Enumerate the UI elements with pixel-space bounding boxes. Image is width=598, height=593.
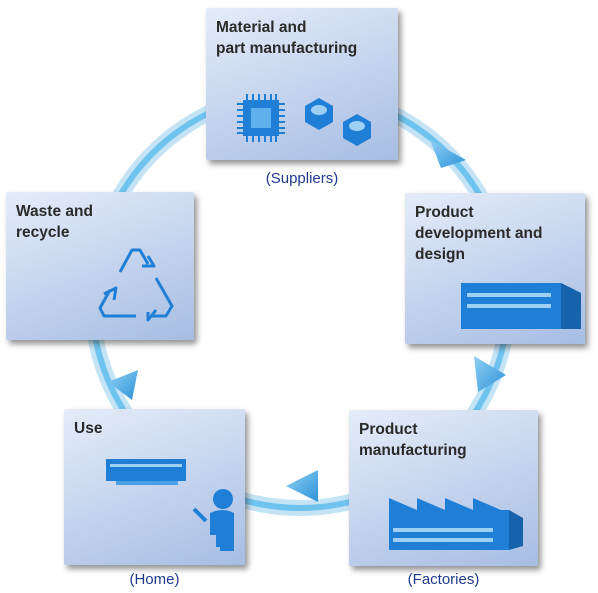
stage-product-development-and-design: Product development and design (405, 193, 585, 344)
stage-waste-and-recycle: Waste and recycle (6, 192, 194, 340)
stage-title: Use (74, 420, 103, 437)
stage-title: Material and part manufacturing (216, 19, 358, 57)
stage-caption-home: (Home) (129, 571, 180, 588)
air-conditioner-person-icon (106, 459, 234, 551)
factory-icon (389, 498, 523, 550)
cycle-arrow-1 (430, 140, 466, 168)
stage-title: Product manufacturing (359, 421, 467, 459)
stage-caption-suppliers: (Suppliers) (265, 170, 339, 187)
stage-use: Use (64, 409, 245, 565)
cycle-arrow-3 (286, 470, 318, 502)
document-icon (461, 283, 581, 329)
cycle-arrow-2 (474, 356, 506, 392)
chip-and-nuts-icon (237, 94, 371, 146)
stage-title: Product development and design (415, 204, 543, 263)
cycle-arrow-4 (108, 370, 138, 400)
stage-caption-factories: (Factories) (407, 571, 480, 588)
recycle-icon (98, 248, 174, 322)
stage-material-and-part-manufacturing: Material and part manufacturing (206, 8, 398, 160)
stage-title: Waste and recycle (16, 203, 93, 241)
stage-product-manufacturing: Product manufacturing (349, 410, 538, 566)
